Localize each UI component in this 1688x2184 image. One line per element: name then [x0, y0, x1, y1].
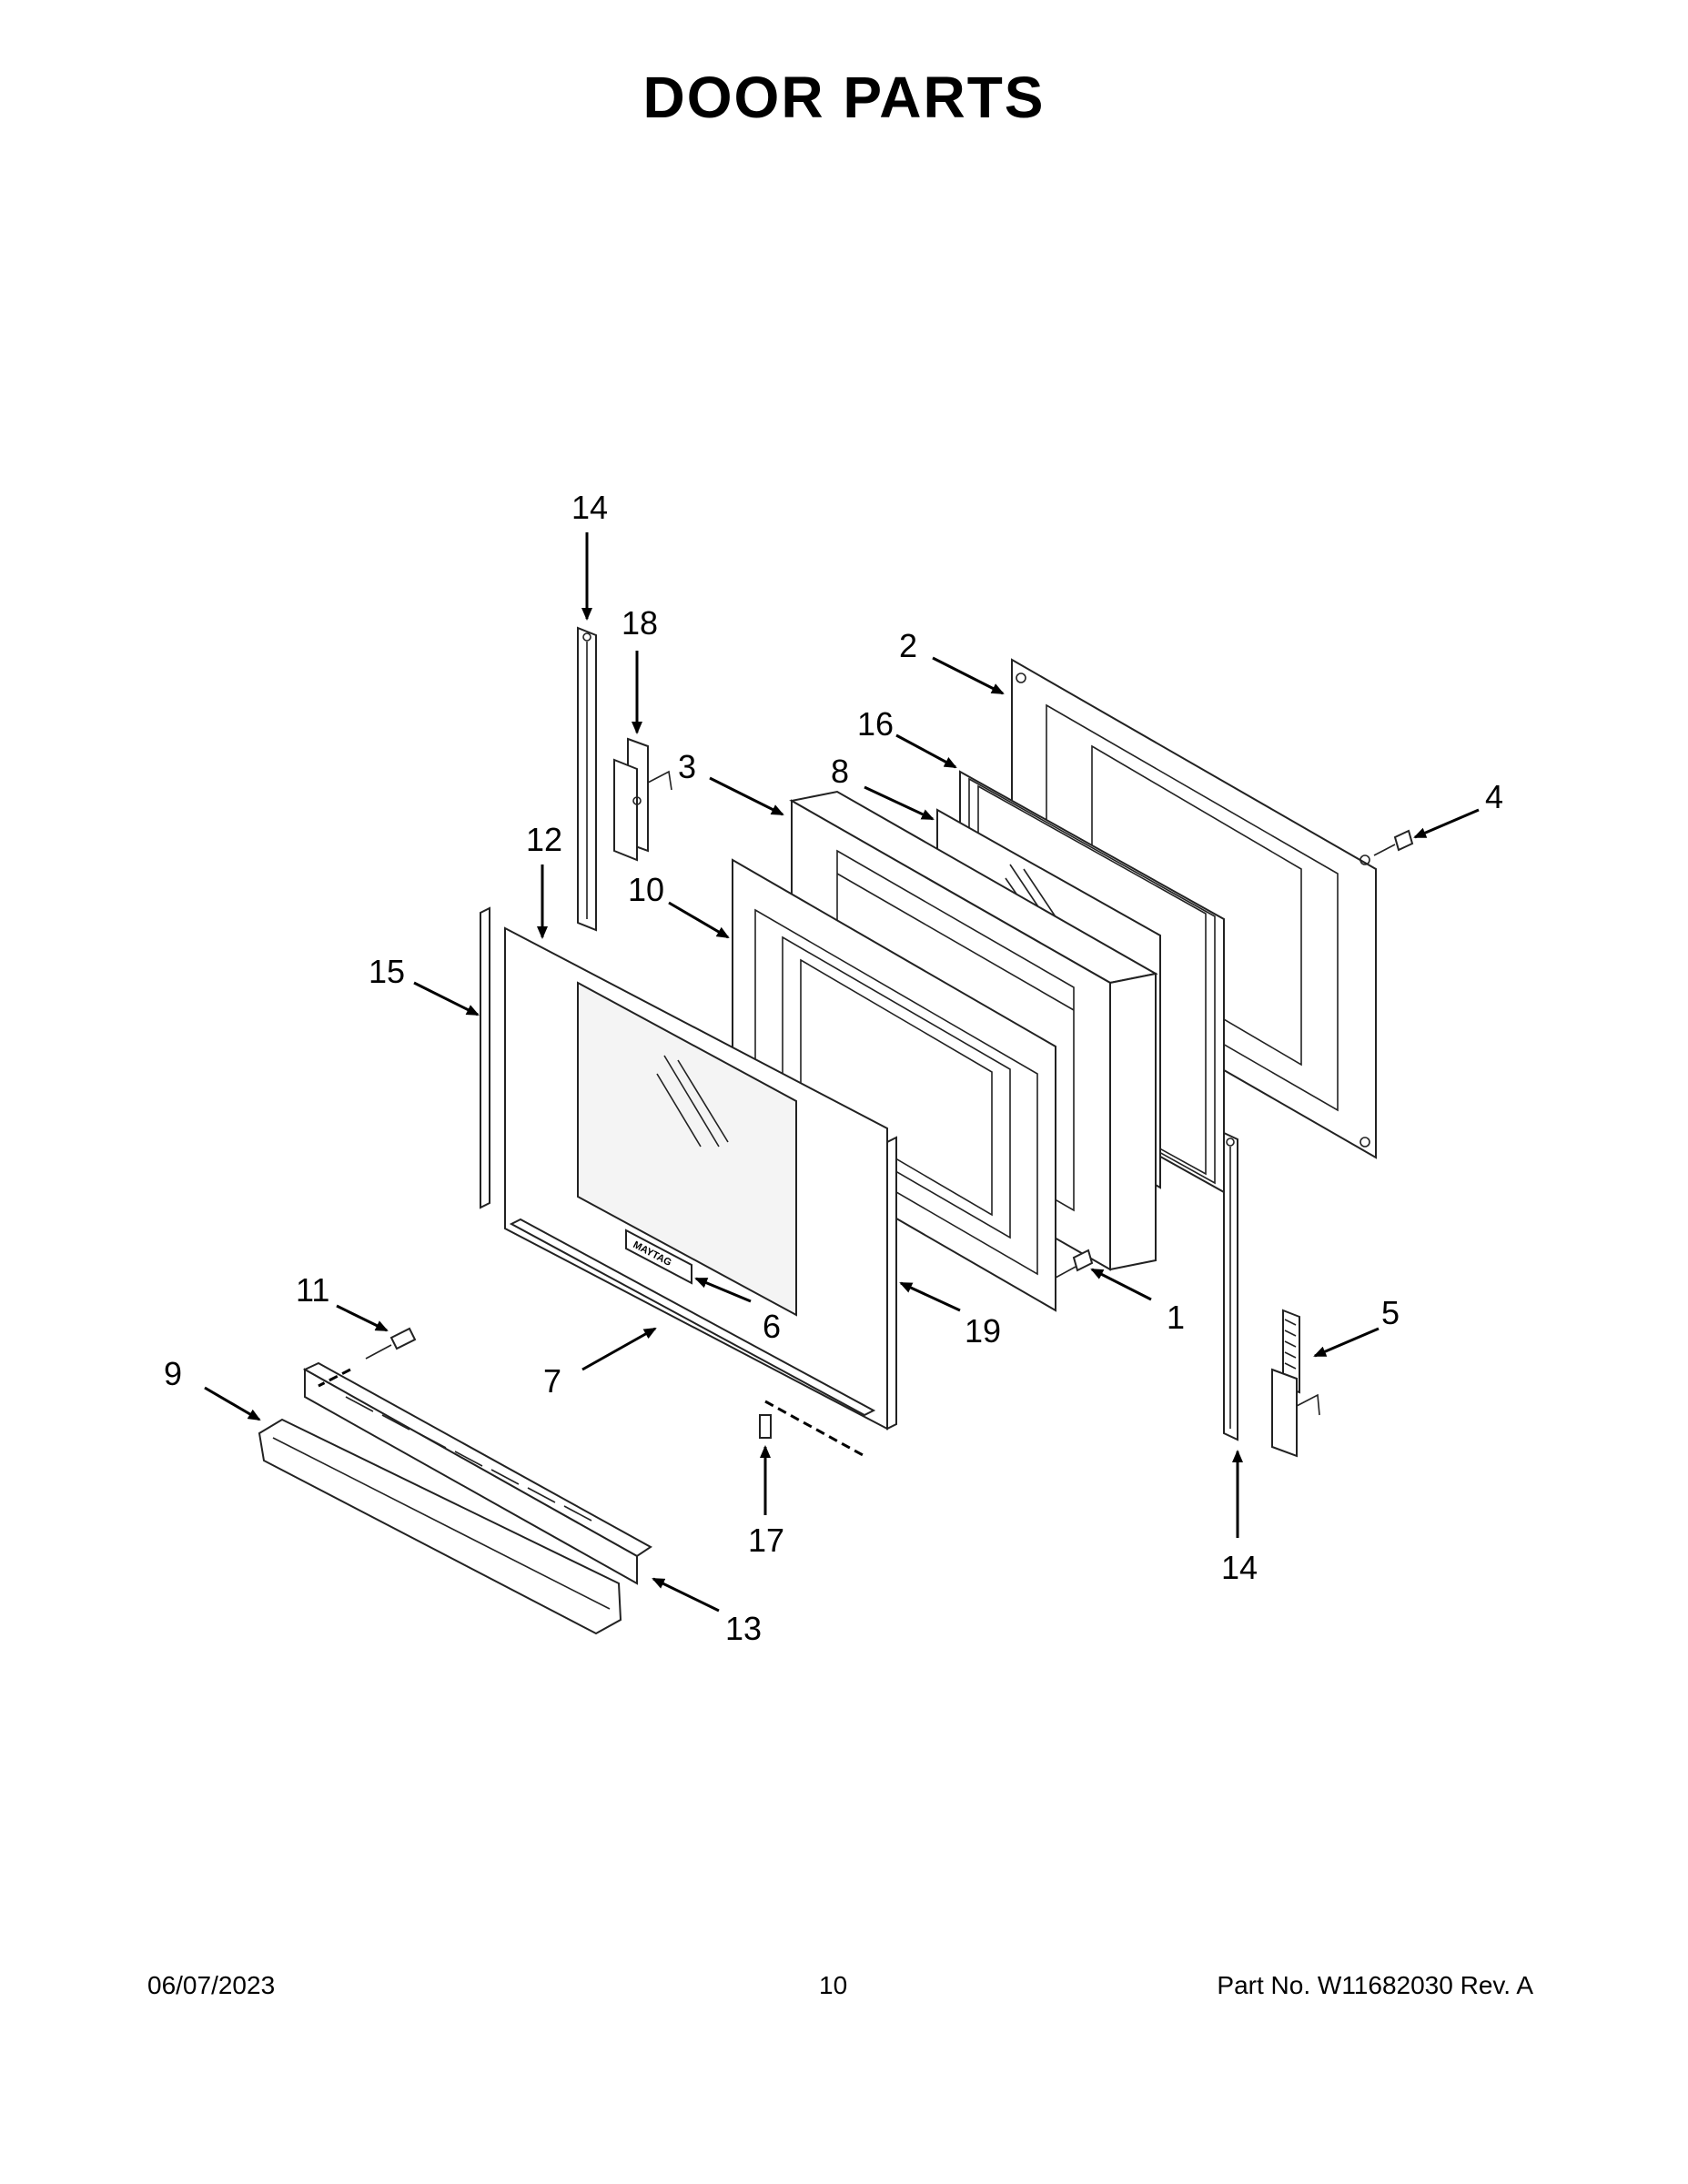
- arrow-6: [694, 1277, 752, 1303]
- callout-13: 13: [725, 1610, 762, 1647]
- callout-18: 18: [622, 604, 658, 642]
- callout-16: 16: [857, 705, 894, 743]
- callout-14-top: 14: [571, 489, 608, 526]
- part-1-screw: [1055, 1249, 1094, 1279]
- callout-3: 3: [678, 748, 696, 785]
- page-title: DOOR PARTS: [642, 65, 1046, 130]
- callout-7: 7: [543, 1362, 561, 1400]
- footer-page-number: 10: [819, 1971, 848, 1999]
- arrow-19: [899, 1281, 961, 1312]
- part-9-handle: [258, 1418, 622, 1635]
- part-13-handle-mount: [302, 1361, 652, 1585]
- part-18-hinge-left: [613, 737, 672, 862]
- arrow-8: [864, 785, 935, 821]
- callout-15: 15: [369, 953, 405, 990]
- part-17-screw: [759, 1400, 865, 1458]
- callout-12: 12: [526, 821, 562, 858]
- arrow-7: [581, 1327, 657, 1371]
- callout-9: 9: [164, 1355, 182, 1392]
- callout-2: 2: [899, 627, 917, 664]
- callout-5: 5: [1381, 1294, 1400, 1331]
- arrow-2: [932, 656, 1005, 695]
- part-4-screw: [1373, 829, 1414, 856]
- arrow-11: [336, 1304, 389, 1332]
- part-19-right-trim: [886, 1136, 897, 1431]
- part-14-hinge-channel-top: [577, 626, 597, 932]
- part-15-left-trim: [480, 906, 490, 1209]
- callout-10: 10: [628, 871, 664, 908]
- callout-11: 11: [296, 1271, 329, 1309]
- arrow-16: [895, 733, 957, 769]
- part-5-hinge-right: [1271, 1309, 1320, 1458]
- callout-17: 17: [748, 1522, 784, 1559]
- arrow-1: [1090, 1268, 1152, 1301]
- part-11-screw: [318, 1327, 417, 1388]
- callout-6: 6: [763, 1308, 781, 1345]
- arrow-15: [413, 981, 480, 1016]
- part-7-bottom-trim: [509, 1218, 876, 1417]
- part-12-outer-door-glass: MAYTAG: [504, 926, 888, 1431]
- footer-part-number: Part No. W11682030 Rev. A: [1217, 1971, 1533, 1999]
- callout-1: 1: [1167, 1299, 1185, 1336]
- callout-14-bottom: 14: [1221, 1549, 1258, 1586]
- callout-4: 4: [1485, 778, 1503, 815]
- part-10-door-frame: [732, 858, 1056, 1312]
- arrow-10: [668, 901, 730, 939]
- callout-8: 8: [831, 753, 849, 790]
- arrow-5: [1313, 1327, 1380, 1358]
- part-14-hinge-channel-bottom: [1223, 1131, 1238, 1441]
- leader-arrows: [204, 532, 1480, 1613]
- arrow-4: [1413, 808, 1480, 839]
- callout-19: 19: [965, 1312, 1001, 1350]
- footer-date: 06/07/2023: [147, 1971, 276, 1999]
- arrow-13: [652, 1577, 720, 1613]
- callout-labels: 14 18 2 16 3 8 4 12 10 15 11 6 19 1 5 9 …: [164, 489, 1503, 1647]
- arrow-3: [709, 776, 784, 816]
- arrow-9: [204, 1386, 261, 1421]
